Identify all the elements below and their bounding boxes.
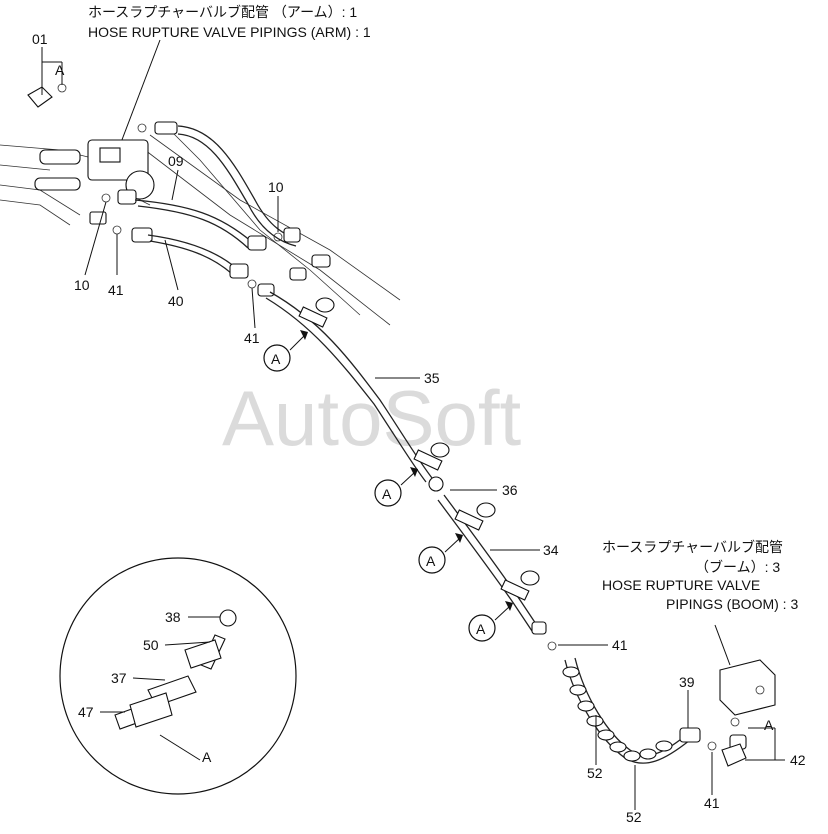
ref-a-right: A <box>764 717 774 733</box>
callout-42: 42 <box>790 752 806 768</box>
leader-arm-title <box>119 39 161 146</box>
callout-41-mid: 41 <box>244 330 260 346</box>
callout-34: 34 <box>543 542 559 558</box>
callout-10-left: 10 <box>74 277 90 293</box>
callout-39: 39 <box>679 674 695 690</box>
hose-09-end-fitting <box>247 235 267 251</box>
callout-09: 09 <box>168 153 184 169</box>
callout-10-top: 10 <box>268 179 284 195</box>
view-marker-a2-label: A <box>382 486 392 502</box>
callout-41-bottom: 41 <box>704 795 720 811</box>
boom-valve-block <box>707 659 776 767</box>
part-callouts: 01 09 10 10 41 40 41 35 36 34 41 39 52 5… <box>32 31 806 825</box>
pipe-35-clamps <box>298 297 450 492</box>
callout-36: 36 <box>502 482 518 498</box>
title-boom-jp-1: ホースラプチャーバルブ配管 <box>602 539 783 555</box>
view-marker-a3: A <box>418 533 463 574</box>
detail-view-a <box>59 557 297 795</box>
view-marker-a4: A <box>468 601 513 642</box>
callout-37: 37 <box>111 670 127 686</box>
title-boom-en-2: PIPINGS (BOOM) : 3 <box>666 596 798 612</box>
callout-52-a: 52 <box>587 765 603 781</box>
leader-lines <box>41 47 785 810</box>
title-boom-jp-2: （ブーム）: 3 <box>695 559 780 575</box>
callout-35: 35 <box>424 370 440 386</box>
callout-41-right: 41 <box>612 637 628 653</box>
hose-09 <box>134 199 253 243</box>
view-marker-a1-label: A <box>271 351 281 367</box>
view-marker-a1: A <box>263 330 308 372</box>
callout-01: 01 <box>32 31 48 47</box>
hose-40-end-fitting <box>229 263 249 279</box>
hose-52-spiral <box>562 657 701 764</box>
title-boom-en-1: HOSE RUPTURE VALVE <box>602 577 760 593</box>
pipe-34-clamps <box>454 502 547 635</box>
ref-a-left: A <box>55 62 65 78</box>
hose-40 <box>147 234 237 269</box>
callout-38: 38 <box>165 609 181 625</box>
title-arm-en: HOSE RUPTURE VALVE PIPINGS (ARM) : 1 <box>88 24 371 40</box>
callout-40: 40 <box>168 293 184 309</box>
callout-41-left: 41 <box>108 282 124 298</box>
arm-valve-assembly <box>27 86 155 200</box>
view-marker-a3-label: A <box>426 553 436 569</box>
o-ring-41-right <box>547 641 557 651</box>
callout-47: 47 <box>78 704 94 720</box>
o-ring-41-mid <box>247 279 257 289</box>
detail-clamp-parts <box>114 609 237 730</box>
callout-52-b: 52 <box>626 809 642 825</box>
o-ring-10-top <box>273 232 283 242</box>
watermark-text: AutoSoft <box>222 374 522 462</box>
view-marker-a4-label: A <box>476 621 486 637</box>
callout-50: 50 <box>143 637 159 653</box>
view-marker-a2: A <box>374 467 418 507</box>
detail-a-label: A <box>202 749 212 765</box>
title-arm-jp: ホースラプチャーバルブ配管 （アーム）: 1 <box>88 4 357 20</box>
boom-structure <box>0 129 401 326</box>
